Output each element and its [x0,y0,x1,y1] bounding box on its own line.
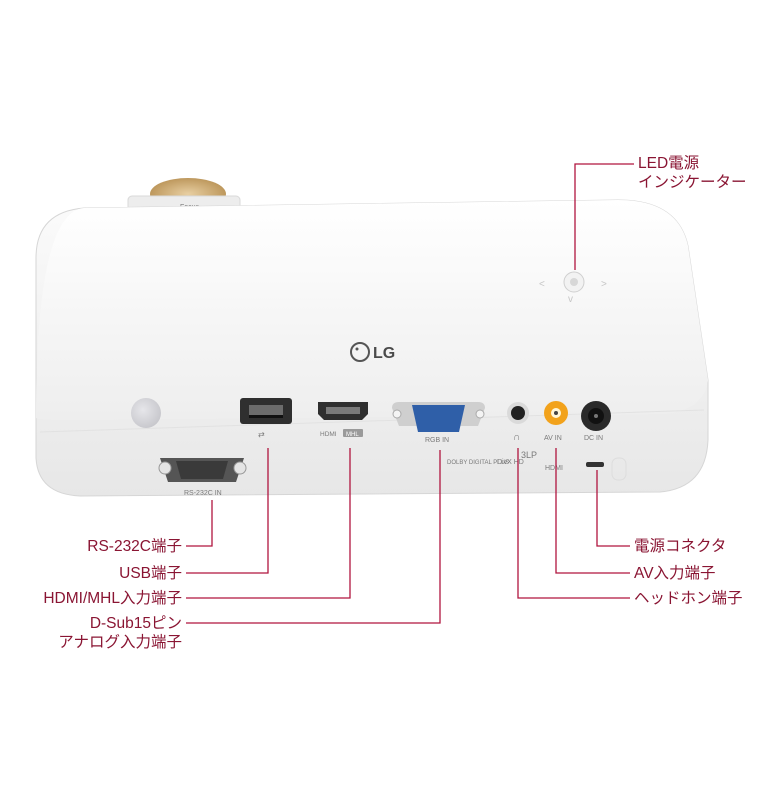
svg-text:DC IN: DC IN [584,435,603,442]
svg-text:DOLBY DIGITAL PLUS: DOLBY DIGITAL PLUS [447,460,509,466]
lg-logo: LG [350,342,395,362]
callout-usb: USB端子 [119,565,182,582]
svg-text:>: > [601,279,607,290]
led-line [574,163,634,270]
svg-text:<: < [539,279,545,290]
callout-headphone: ヘッドホン端子 [634,590,743,607]
callout-dsub: D-Sub15ピン アナログ入力端子 [58,615,182,651]
svg-text:RS-232C IN: RS-232C IN [184,490,222,497]
svg-text:AV IN: AV IN [544,435,562,442]
hdmi-line [186,448,351,599]
av-line [555,448,630,574]
callout-led-indicator: LED電源 インジケーター [638,155,747,191]
svg-text:∩: ∩ [513,432,520,443]
svg-text:HDMI: HDMI [320,431,337,438]
usb-line [186,448,269,574]
callout-lines [186,163,634,624]
vent-edge [611,457,627,481]
rgb-port: RGB IN [392,402,485,444]
power-line [596,470,630,547]
svg-text:HDMI: HDMI [545,465,563,472]
svg-text:MHL: MHL [346,432,359,438]
dc-jack: DC IN [581,401,611,442]
callout-hdmi: HDMI/MHL入力端子 [43,590,182,607]
av-jack: AV IN [544,401,568,442]
kensington-slot [586,462,604,467]
headphone-jack: ∩ [507,402,529,443]
ir-sensor [131,398,161,428]
rs232c-line [186,500,213,547]
callout-rs232c: RS-232C端子 [87,538,182,555]
usb-port: ⇄ [240,398,292,439]
headphone-line [517,448,630,599]
svg-text:DivX HD: DivX HD [497,459,524,466]
svg-text:⇄: ⇄ [258,430,265,439]
callout-power-connector: 電源コネクタ [634,538,727,555]
svg-text:LG: LG [373,345,395,362]
certification-logos: DOLBY DIGITAL PLUS DivX HD 3LP HDMI [447,450,563,472]
rs232c-port: RS-232C IN [158,458,247,497]
svg-text:v: v [568,294,573,305]
callout-av-input: AV入力端子 [634,565,716,582]
control-pad: < > v [539,271,607,305]
hdmi-port: HDMI MHL [318,402,368,438]
dsub-line [186,450,441,624]
projector-body [35,199,709,497]
svg-text:RGB IN: RGB IN [425,437,449,444]
svg-text:3LP: 3LP [521,450,537,460]
